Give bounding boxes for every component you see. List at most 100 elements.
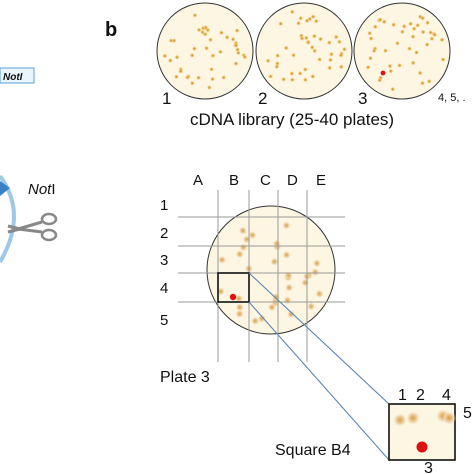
inset-number-2: 2 <box>416 387 425 404</box>
colony-dot <box>221 74 227 81</box>
colony-dot <box>336 39 343 45</box>
column-label-a: A <box>193 172 203 189</box>
colony-dot <box>289 77 295 83</box>
positive-clone-large <box>416 441 428 453</box>
colony-dot <box>368 35 374 42</box>
colony-dot <box>302 77 308 83</box>
row-label-3: 3 <box>160 252 168 269</box>
colony-dot <box>195 75 202 81</box>
library-plate-1 <box>156 2 254 100</box>
colony-dot <box>394 40 401 46</box>
colony-dot <box>408 21 414 27</box>
colony-dot <box>196 27 202 33</box>
colony-dot <box>265 58 271 64</box>
colony-dot <box>224 34 230 40</box>
colony-dot <box>168 37 174 44</box>
colony-dot <box>235 309 244 319</box>
colony-dot <box>283 296 292 305</box>
notI-box <box>0 67 35 84</box>
colony-dot <box>235 303 244 312</box>
colony-dot <box>381 19 387 25</box>
panel-label-b: b <box>105 19 117 41</box>
colony-dot <box>271 292 281 302</box>
colony-dot <box>233 42 239 48</box>
colony-dot <box>328 51 334 57</box>
colony-dot <box>284 271 293 280</box>
colony-dot <box>234 27 240 34</box>
colony-dot <box>312 259 322 268</box>
square-b4-label: Square B4 <box>275 442 351 459</box>
colony-dot <box>406 46 413 52</box>
colony-dot <box>365 64 371 70</box>
colony-dot <box>173 74 179 80</box>
colony-dot <box>410 34 416 40</box>
colony-dot <box>206 84 212 91</box>
inset-number-3: 3 <box>424 460 433 474</box>
row-label-4: 4 <box>160 280 168 297</box>
colony-dot <box>311 33 318 39</box>
colony-dot <box>401 23 407 29</box>
colony-dot <box>377 17 383 23</box>
colony-dot <box>327 57 334 63</box>
colony-dot <box>304 18 310 24</box>
colony-dot <box>284 283 294 292</box>
column-label-e: E <box>316 172 326 189</box>
vector-loop <box>0 174 16 264</box>
colony-dot <box>298 15 304 21</box>
colony-dot <box>209 76 216 82</box>
colony-dot <box>268 73 274 79</box>
colony-dot <box>415 22 421 28</box>
colony-dot <box>424 20 431 26</box>
colony-dot <box>218 30 225 36</box>
colony-dot <box>184 74 191 81</box>
notI-box-label: NotI <box>3 72 23 83</box>
colony-dot <box>239 243 248 252</box>
notI-site-roman: I <box>51 181 55 198</box>
colony-dot <box>372 24 378 30</box>
colony-dot <box>397 62 403 68</box>
colony-dot <box>391 22 397 28</box>
colony-dot <box>426 78 432 84</box>
plate-number-2: 2 <box>258 89 267 108</box>
colony-dot <box>313 18 319 24</box>
colony-dot <box>367 30 373 36</box>
grid-plate-colonies <box>216 221 324 326</box>
colony-dot <box>390 86 396 92</box>
colony-dot <box>338 64 344 70</box>
colony-dot <box>234 46 241 53</box>
colony-dot <box>174 54 180 60</box>
colony-dot <box>208 66 215 72</box>
colony-dot <box>274 64 280 70</box>
colony-dot <box>242 54 248 60</box>
scissors-icon <box>7 212 58 242</box>
plate-number-3: 3 <box>358 89 367 108</box>
arrowhead-icon <box>0 181 10 196</box>
row-label-1: 1 <box>160 197 168 214</box>
left-fragment: NotI NotI <box>0 67 58 264</box>
colony-dot <box>235 249 244 259</box>
colony-dot <box>310 73 316 80</box>
colony-dot <box>203 25 209 31</box>
colony-dot <box>420 29 426 35</box>
library-plate-3 <box>353 2 451 100</box>
colony-dot <box>257 314 267 323</box>
colony-dot <box>326 40 332 46</box>
colony-dot <box>230 36 236 42</box>
colony-dot <box>306 302 316 311</box>
colony-dot <box>283 45 289 51</box>
colony-dot <box>417 70 423 76</box>
colony-dot <box>210 53 216 59</box>
library-caption: cDNA library (25-40 plates) <box>190 110 394 129</box>
colony-dot <box>420 15 426 21</box>
colony-dot <box>297 70 303 76</box>
colony-dot <box>309 44 315 50</box>
colony-dot <box>242 235 251 244</box>
inset-number-1: 1 <box>398 387 407 404</box>
colony-dot <box>275 53 281 59</box>
colony-dot <box>208 37 214 43</box>
colony-dot <box>278 21 284 27</box>
colony-dot <box>234 294 244 303</box>
colony-dot <box>382 48 389 54</box>
zoom-lines <box>248 272 390 461</box>
colony-dot <box>289 70 295 77</box>
